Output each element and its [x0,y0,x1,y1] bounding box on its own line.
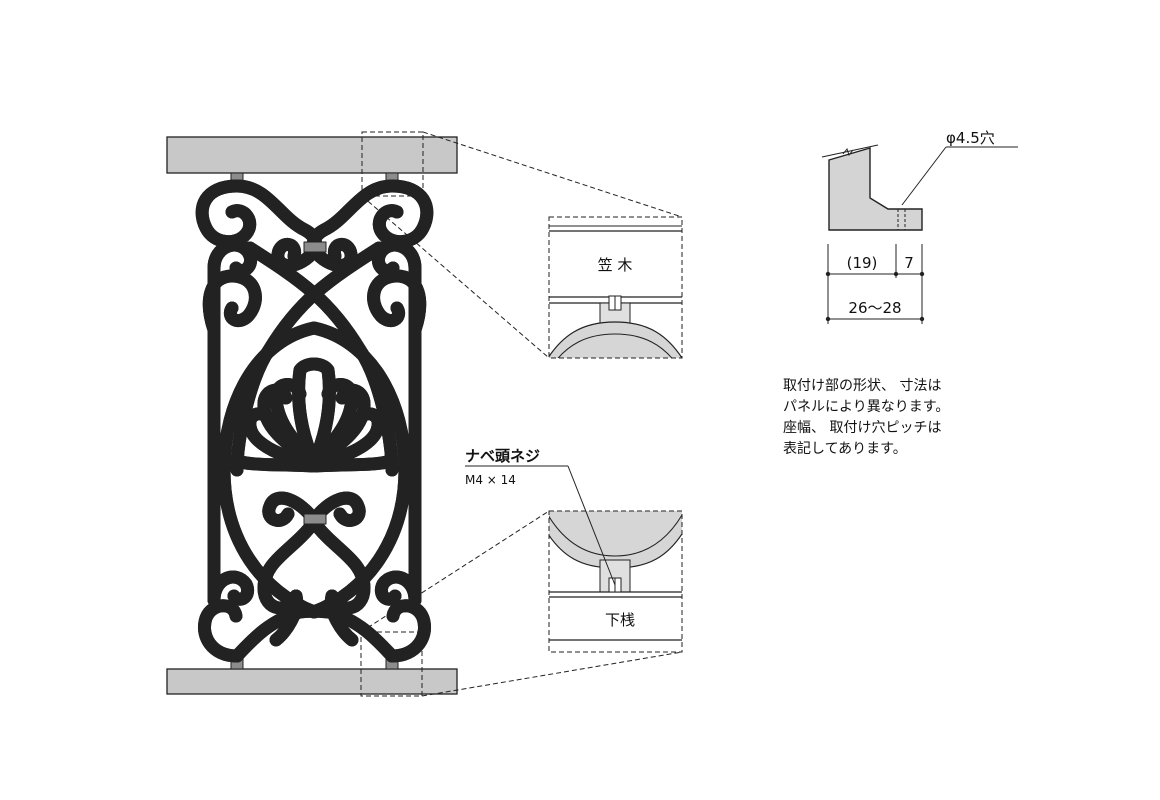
callout-leaders [360,131,683,697]
panel-collars [303,241,327,525]
bottom-rail-detail: 下桟 [548,510,683,653]
dim-19: (19) [847,254,878,272]
bottom-rail [166,668,458,695]
top-rail-detail: 笠 木 [548,216,683,359]
detail-marker-top [361,131,424,197]
top-rail [166,136,458,174]
dim-seat: 26〜28 [848,299,901,317]
screw-size: M4 × 14 [465,473,516,487]
note-line: 取付け部の形状、 寸法は [783,378,942,394]
screw-name: ナベ頭ネジ [465,447,540,465]
cross-section: φ4.5穴 (19) 7 26〜28 [821,129,1018,324]
note-line: パネルにより異なります。 [783,399,950,415]
dim-7: 7 [904,254,914,272]
bottom-rail-label: 下桟 [605,611,635,629]
note-line: 表記してあります。 [783,441,907,457]
hole-label: φ4.5穴 [946,129,995,147]
top-rail-label: 笠 木 [598,256,633,274]
note-line: 座幅、 取付け穴ピッチは [783,420,942,436]
screw-callout: ナベ頭ネジ M4 × 14 [465,447,616,586]
detail-marker-bottom [360,631,423,697]
iron-panel [202,172,427,670]
